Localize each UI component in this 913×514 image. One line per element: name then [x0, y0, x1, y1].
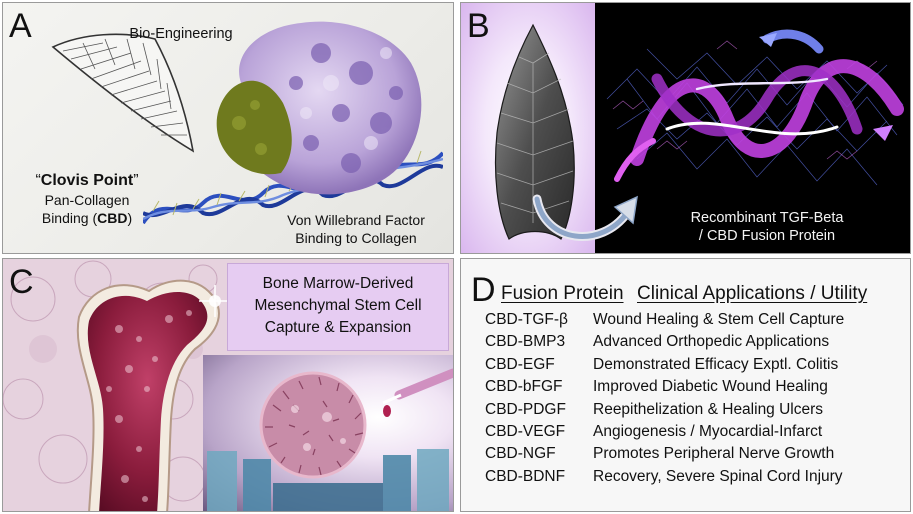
- fusion-caption-line2: / CBD Fusion Protein: [698, 228, 836, 244]
- panel-b-letter: B: [467, 7, 490, 45]
- bone-cross-section: [76, 279, 231, 511]
- table-row: CBD-NGF Promotes Peripheral Nerve Growth: [485, 443, 844, 465]
- lab-scene-drawing: [207, 368, 453, 511]
- panel-c: C Bone Marrow-Derived M: [2, 258, 454, 512]
- clovis-point-sketch: [51, 33, 195, 153]
- clovis-point-name: Clovis Point: [40, 172, 134, 189]
- application-text: Demonstrated Efficacy Exptl. Colitis: [593, 355, 839, 373]
- stone-arrowhead: [494, 23, 575, 240]
- table-row: CBD-BDNF Recovery, Severe Spinal Cord In…: [485, 466, 844, 488]
- table-row: CBD-PDGF Reepithelization & Healing Ulce…: [485, 399, 844, 421]
- vwf-caption-line2: Binding to Collagen: [295, 230, 417, 246]
- panel-a-letter: A: [9, 7, 32, 45]
- panel-c-letter: C: [9, 263, 34, 301]
- table-row: CBD-bFGF Improved Diabetic Wound Healing: [485, 376, 844, 398]
- table-row: CBD-EGF Demonstrated Efficacy Exptl. Col…: [485, 354, 844, 376]
- application-text: Improved Diabetic Wound Healing: [593, 378, 828, 396]
- pan-collagen-label: Pan-Collagen: [44, 192, 130, 208]
- binding-cbd-label: Binding (CBD): [7, 209, 167, 227]
- stem-cell-line1: Bone Marrow-Derived: [262, 275, 414, 292]
- vwf-caption: Von Willebrand Factor Binding to Collage…: [261, 211, 451, 247]
- application-text: Promotes Peripheral Nerve Growth: [593, 445, 835, 463]
- stem-cell-line2: Mesenchymal Stem Cell: [254, 297, 422, 314]
- protein-name: CBD-bFGF: [485, 378, 563, 396]
- fusion-protein-ribbon: [606, 29, 904, 186]
- protein-name: CBD-EGF: [485, 355, 555, 373]
- table-row: CBD-TGF-β Wound Healing & Stem Cell Capt…: [485, 309, 844, 331]
- lab-scene: [203, 355, 453, 511]
- binding-abbrev: CBD: [97, 210, 128, 226]
- test-tubes-icon: [207, 449, 449, 511]
- application-text: Angiogenesis / Myocardial-Infarct: [593, 423, 823, 441]
- protein-name: CBD-VEGF: [485, 423, 566, 441]
- fusion-protein-table: CBD-TGF-β Wound Healing & Stem Cell Capt…: [485, 309, 844, 488]
- stem-cell-line3: Capture & Expansion: [264, 319, 412, 336]
- application-text: Recovery, Severe Spinal Cord Injury: [593, 467, 843, 485]
- stem-cell-sphere-icon: [259, 371, 367, 479]
- protein-name: CBD-PDGF: [485, 400, 566, 418]
- protein-name: CBD-TGF-β: [485, 311, 568, 328]
- panel-a: A Bio-Engineering: [2, 2, 454, 254]
- pipette-icon: [382, 368, 453, 417]
- stem-cell-caption-box: Bone Marrow-Derived Mesenchymal Stem Cel…: [227, 263, 449, 351]
- protein-name: CBD-NGF: [485, 445, 556, 463]
- protein-name: CBD-BDNF: [485, 467, 566, 485]
- table-row: CBD-VEGF Angiogenesis / Myocardial-Infar…: [485, 421, 844, 443]
- clovis-open-quote: “: [35, 172, 41, 189]
- application-text: Reepithelization & Healing Ulcers: [593, 400, 824, 418]
- protein-name: CBD-BMP3: [485, 333, 566, 351]
- clovis-point-label: “Clovis Point” Pan-Collagen Binding (CBD…: [7, 171, 167, 227]
- application-text: Advanced Orthopedic Applications: [593, 333, 830, 351]
- header-fusion-protein: Fusion Protein: [501, 283, 624, 304]
- panel-d: D Fusion Protein Clinical Applications /…: [460, 258, 911, 512]
- header-clinical-applications: Clinical Applications / Utility: [637, 283, 868, 304]
- curved-arrow: [532, 194, 638, 241]
- application-text: Wound Healing & Stem Cell Capture: [593, 311, 845, 328]
- vwf-caption-line1: Von Willebrand Factor: [287, 212, 425, 228]
- fusion-caption-line1: Recombinant TGF-Beta: [690, 210, 844, 226]
- binding-prefix: Binding (: [41, 210, 98, 226]
- binding-suffix: ): [127, 210, 133, 226]
- vwf-protein-surface: [216, 21, 422, 195]
- panel-b: B: [460, 2, 911, 254]
- panel-d-letter: D: [471, 271, 496, 309]
- clovis-close-quote: ”: [133, 172, 139, 189]
- fusion-protein-caption: Recombinant TGF-Beta / CBD Fusion Protei…: [667, 209, 867, 245]
- bioengineering-label: Bio-Engineering: [129, 26, 233, 42]
- table-row: CBD-BMP3 Advanced Orthopedic Application…: [485, 331, 844, 353]
